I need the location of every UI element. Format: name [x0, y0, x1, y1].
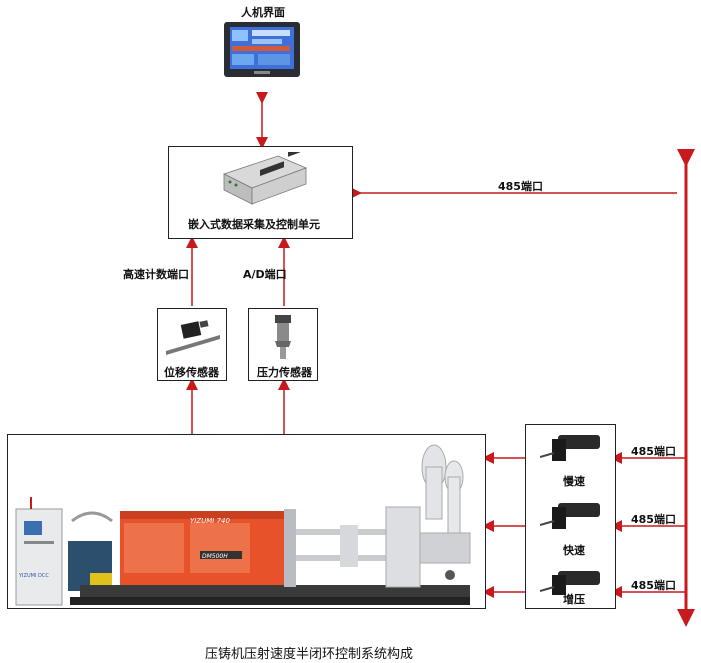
control-unit-box: 嵌入式数据采集及控制单元 [168, 146, 353, 239]
diagram-caption: 压铸机压射速度半闭环控制系统构成 [205, 647, 414, 662]
displacement-sensor-icon [166, 320, 220, 355]
port-high-speed-count-label: 高速计数端口 [123, 268, 189, 281]
fast-valve-icon [540, 503, 600, 529]
slow-valve-label: 慢速 [563, 475, 585, 488]
pressure-sensor-label: 压力传感器 [257, 366, 312, 379]
touchscreen-icon [224, 22, 300, 77]
die-casting-machine-illustration: YIZUMI DCC YIZUMI 740 DM500H [15, 444, 471, 606]
port-ad-label: A/D端口 [243, 268, 287, 281]
port-485-fast-label: 485端口 [631, 513, 676, 526]
port-485-boost-label: 485端口 [631, 579, 676, 592]
cabinet-brand-text: YIZUMI DCC [18, 573, 49, 579]
machine-model-text: DM500H [202, 553, 228, 560]
control-unit-label: 嵌入式数据采集及控制单元 [188, 218, 320, 231]
die-casting-machine-box: YIZUMI DCC YIZUMI 740 DM500H [7, 434, 486, 609]
pressure-sensor-icon [275, 315, 291, 359]
port-485-main-label: 485端口 [498, 180, 543, 193]
valves-box: 慢速 快速 增压 [525, 424, 616, 609]
hmi-label: 人机界面 [241, 6, 285, 19]
displacement-sensor-label: 位移传感器 [164, 366, 219, 379]
displacement-sensor-box: 位移传感器 [157, 308, 227, 381]
machine-brand-text: YIZUMI 740 [190, 517, 230, 525]
boost-valve-label: 增压 [563, 593, 585, 606]
boost-valve-icon [540, 571, 600, 595]
fast-valve-label: 快速 [563, 544, 585, 557]
port-485-slow-label: 485端口 [631, 445, 676, 458]
slow-valve-icon [540, 435, 600, 461]
controller-device-icon [222, 152, 308, 205]
hmi-screen [224, 22, 300, 77]
pressure-sensor-box: 压力传感器 [248, 308, 318, 381]
